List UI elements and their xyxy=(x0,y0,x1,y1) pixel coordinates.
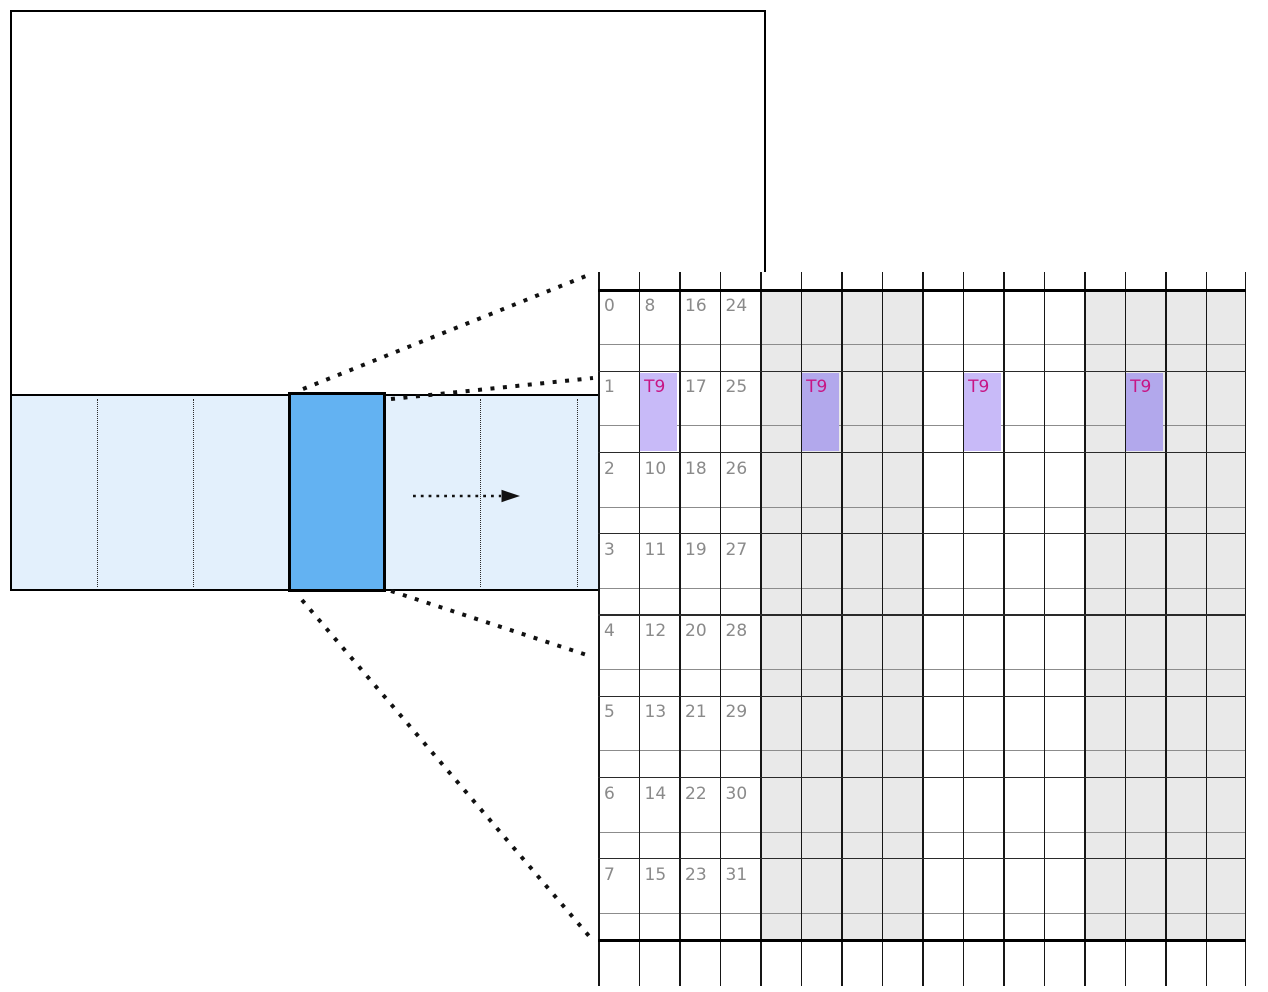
current-tile xyxy=(288,392,386,592)
grid-vline xyxy=(1003,272,1005,986)
thread-id-cell: 27 xyxy=(725,539,748,560)
thread-id-cell: 23 xyxy=(685,864,707,885)
grid-vline xyxy=(800,272,802,986)
band-chunk-divider xyxy=(193,399,194,587)
thread-id-cell: 31 xyxy=(725,864,748,885)
thread-id-cell: 12 xyxy=(644,621,667,641)
grid-vline xyxy=(638,272,640,986)
grid-vline xyxy=(881,272,883,986)
thread-id-cell: 5 xyxy=(604,702,615,723)
thread-id-cell: 16 xyxy=(685,296,707,316)
thread-id-cell: 4 xyxy=(604,621,615,641)
thread-id-cell: 21 xyxy=(685,702,707,723)
grid-vline xyxy=(1043,272,1045,986)
thread-id-cell: 0 xyxy=(604,296,615,316)
thread-id-cell: 29 xyxy=(725,702,748,723)
band-chunk-divider xyxy=(577,399,578,587)
thread-id-cell: 6 xyxy=(604,783,615,804)
thread-id-cell: 13 xyxy=(644,702,667,723)
grid-boundary-line xyxy=(598,938,1246,942)
thread-id-cell: 19 xyxy=(685,539,707,560)
grid-vline xyxy=(1205,272,1207,986)
grid-vline xyxy=(922,272,924,986)
thread-id-cell: 10 xyxy=(644,458,667,479)
grid-row-line xyxy=(598,614,1246,616)
thread-id-cell: 1 xyxy=(604,377,615,398)
grid-vline xyxy=(719,272,721,986)
thread-id-cell: 20 xyxy=(685,621,707,641)
grid-row-line xyxy=(598,858,1246,860)
thread-id-cell: 22 xyxy=(685,783,707,804)
grid-row-line xyxy=(598,695,1246,697)
thread-id-cell: 8 xyxy=(644,296,656,316)
thread-id-cell: 25 xyxy=(725,377,748,398)
thread-id-cell: 17 xyxy=(685,377,707,398)
thread-id-cell: 11 xyxy=(644,539,667,560)
thread-id-cell: 7 xyxy=(604,864,615,885)
grid-vline xyxy=(1244,272,1246,986)
thread-id-cell: 3 xyxy=(604,539,615,560)
thread-id-cell: 2 xyxy=(604,458,615,479)
grid-row-line xyxy=(598,533,1246,535)
thread-id-cell: 24 xyxy=(725,296,748,316)
band-chunk-divider xyxy=(97,399,98,587)
grid-vline xyxy=(598,272,600,986)
grid-row-line xyxy=(598,451,1246,454)
thread-label: T9 xyxy=(644,376,666,397)
thread-highlight-cell: T9 xyxy=(640,372,678,452)
thread-id-cell: 28 xyxy=(725,621,748,641)
thread-highlight-cell: T9 xyxy=(1126,372,1164,452)
thread-id-cell: 14 xyxy=(644,783,667,804)
thread-label: T9 xyxy=(1130,376,1152,397)
grid-vline xyxy=(1084,272,1086,986)
grid-vline xyxy=(962,272,964,986)
grid-vline xyxy=(760,272,762,986)
band-chunk-divider xyxy=(480,399,481,587)
grid-row-line xyxy=(598,776,1246,779)
grid-vline xyxy=(841,272,843,986)
grid-row-line xyxy=(598,370,1246,372)
grid-vline xyxy=(1124,272,1126,986)
thread-highlight-cell: T9 xyxy=(802,372,840,452)
thread-id-cell: 15 xyxy=(644,864,667,885)
thread-label: T9 xyxy=(806,376,828,397)
thread-label: T9 xyxy=(968,376,990,397)
thread-highlight-cell: T9 xyxy=(964,372,1002,452)
thread-id-cell: 18 xyxy=(685,458,707,479)
thread-id-cell: 30 xyxy=(725,783,748,804)
grid-vline xyxy=(679,272,681,986)
grid-boundary-line xyxy=(598,288,1246,292)
grid-vline xyxy=(1165,272,1167,986)
thread-id-cell: 26 xyxy=(725,458,748,479)
